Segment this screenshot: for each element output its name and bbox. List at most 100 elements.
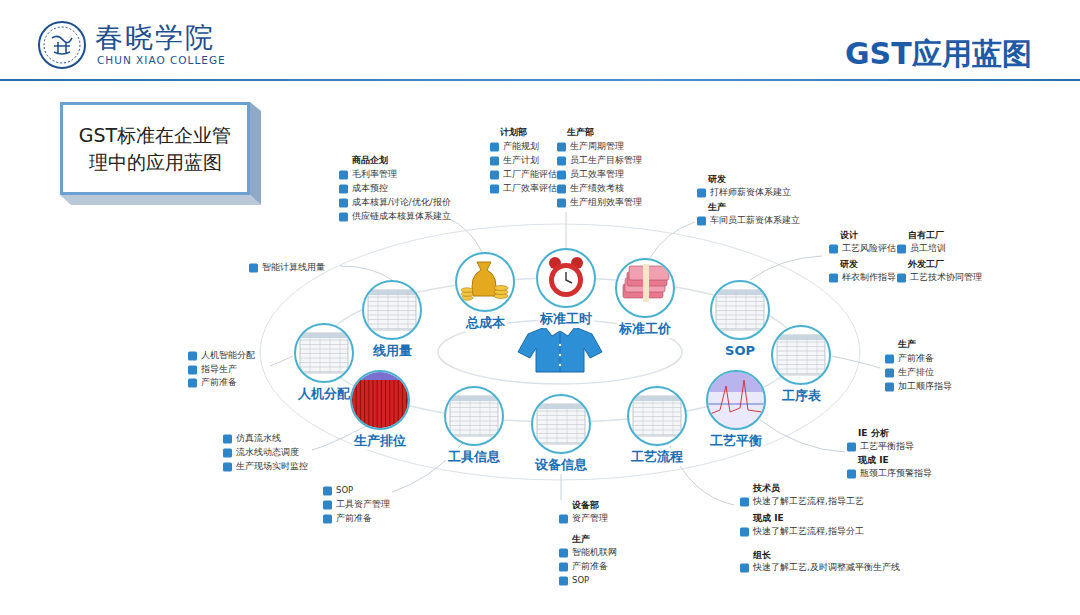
college-logo xyxy=(39,22,85,68)
box-3d-sides xyxy=(60,102,261,205)
circle-label: 设备信息 xyxy=(533,456,589,474)
circle-picture xyxy=(537,249,595,307)
topic-circle: 人机分配 xyxy=(292,323,356,403)
usage-item: 成本核算/讨论/优化/报价 xyxy=(352,198,451,207)
item-icon xyxy=(740,498,749,507)
usage-item: 生产现场实时监控 xyxy=(236,462,308,471)
circle-outline xyxy=(350,370,410,430)
circle-picture xyxy=(350,370,410,430)
usage-item: 快速了解工艺,及时调整减平衡生产线 xyxy=(753,563,900,572)
circle-label: 人机分配 xyxy=(296,385,352,403)
item-icon xyxy=(223,449,232,458)
circle-picture xyxy=(295,324,353,382)
item-icon xyxy=(740,564,749,573)
shirt-illustration xyxy=(518,327,602,372)
item-icon xyxy=(490,143,499,152)
circle-picture xyxy=(711,281,769,339)
usage-item: 生产绩效考核 xyxy=(570,184,624,193)
usage-item: 毛利率管理 xyxy=(352,170,397,179)
item-icon xyxy=(897,274,906,283)
item-icon xyxy=(557,157,566,166)
item-icon xyxy=(188,366,197,375)
group-heading: 组长 xyxy=(753,551,771,561)
usage-item: 指导生产 xyxy=(201,365,237,374)
item-icon xyxy=(557,143,566,152)
usage-item: 智能机联网 xyxy=(572,548,617,557)
item-icon xyxy=(885,355,894,364)
item-icon xyxy=(559,549,568,558)
usage-item: 生产组别效率管理 xyxy=(570,198,642,207)
group-heading: 设备部 xyxy=(572,501,599,511)
circle-picture xyxy=(445,387,503,445)
topic-circle: 工序表 xyxy=(769,325,833,405)
group-heading: 生产 xyxy=(708,203,726,213)
item-icon xyxy=(339,199,348,208)
usage-item: 生产排位 xyxy=(898,368,934,377)
usage-item: 资产管理 xyxy=(572,514,608,523)
circle-outline xyxy=(536,248,596,308)
circle-picture xyxy=(363,281,421,339)
item-icon xyxy=(559,515,568,524)
group-heading: 设计 xyxy=(840,231,858,241)
topic-circle: 标准工价 xyxy=(613,258,677,338)
circle-picture xyxy=(456,253,514,311)
item-icon xyxy=(490,185,499,194)
circle-label: 工艺平衡 xyxy=(708,432,764,450)
usage-item: 员工生产目标管理 xyxy=(570,156,642,165)
circle-outline xyxy=(615,258,675,318)
usage-item: 流水线动态调度 xyxy=(236,448,299,457)
topic-circle: 标准工时 xyxy=(534,248,598,328)
circle-outline xyxy=(627,386,687,446)
item-icon xyxy=(223,435,232,444)
circle-label: 工艺流程 xyxy=(629,448,685,466)
circle-label: 线用量 xyxy=(371,342,414,360)
usage-item: 工艺平衡指导 xyxy=(860,442,914,451)
circle-outline xyxy=(706,370,766,430)
item-icon xyxy=(323,515,332,524)
circle-label: 工序表 xyxy=(780,387,823,405)
college-name-en: CHUN XIAO COLLEGE xyxy=(97,55,226,67)
topic-circle: 工艺平衡 xyxy=(704,370,768,450)
usage-item: 样衣制作指导 xyxy=(842,273,896,282)
circle-outline xyxy=(362,280,422,340)
usage-item: 工具资产管理 xyxy=(336,500,390,509)
college-name: 春晓学院 xyxy=(95,23,215,54)
circle-label: 标准工价 xyxy=(617,320,673,338)
circle-label: 总成本 xyxy=(464,314,507,332)
item-icon xyxy=(557,185,566,194)
usage-item: 生产周期管理 xyxy=(570,142,624,151)
usage-item: SOP xyxy=(336,486,353,495)
usage-item: 产前准备 xyxy=(898,354,934,363)
topic-circle: 生产排位 xyxy=(348,370,412,450)
circle-label: 生产排位 xyxy=(352,432,408,450)
usage-item: 工艺风险评估 xyxy=(842,244,896,253)
circle-outline xyxy=(710,280,770,340)
group-heading: 自有工厂 xyxy=(908,231,944,241)
item-icon xyxy=(339,185,348,194)
item-icon xyxy=(339,171,348,180)
item-icon xyxy=(897,245,906,254)
item-icon xyxy=(249,264,258,273)
item-icons xyxy=(188,143,906,586)
usage-item: 打样师薪资体系建立 xyxy=(710,188,791,197)
group-heading: 外发工厂 xyxy=(908,260,944,270)
item-icon xyxy=(829,245,838,254)
item-icon xyxy=(559,563,568,572)
usage-item: 成本预控 xyxy=(352,184,388,193)
item-icon xyxy=(557,171,566,180)
usage-item: 瓶颈工序预警指导 xyxy=(860,469,932,478)
usage-item: 人机智能分配 xyxy=(201,351,255,360)
usage-item: 产前准备 xyxy=(336,514,372,523)
topic-circle: SOP xyxy=(708,280,772,359)
usage-item: 产前准备 xyxy=(201,378,237,387)
item-icon xyxy=(885,383,894,392)
item-icon xyxy=(740,528,749,537)
usage-item: 工厂效率评估 xyxy=(503,184,557,193)
item-icon xyxy=(559,577,568,586)
usage-item: 加工顺序指导 xyxy=(898,382,952,391)
item-icon xyxy=(697,217,706,226)
circle-outline xyxy=(444,386,504,446)
circle-picture xyxy=(772,326,830,384)
group-heading: 技术员 xyxy=(753,484,780,494)
circle-label: 标准工时 xyxy=(538,310,594,328)
